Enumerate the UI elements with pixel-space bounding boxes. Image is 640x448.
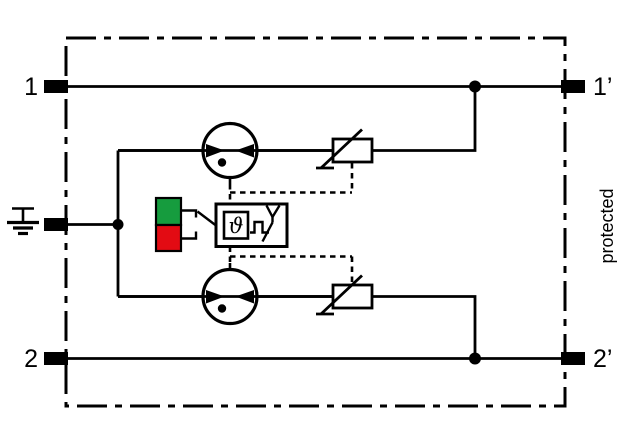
- indicator-ok-green: [154, 196, 183, 227]
- thermal-disconnect-box: ϑ: [214, 202, 289, 248]
- changeover-switch-lever: [196, 210, 217, 227]
- junction-dot-earth: [112, 219, 124, 230]
- varistor-top-output-wire: [372, 86, 477, 152]
- device-boundary: [64, 36, 567, 408]
- disconnect-switch-icon: [261, 204, 281, 243]
- terminal-1-prime-pad: [561, 80, 585, 93]
- spark-gap-arrow-left: [206, 144, 225, 158]
- switch-contact-upper: [181, 209, 198, 218]
- earth-symbol-icon: [7, 207, 39, 236]
- terminal-1-pad: [44, 80, 68, 93]
- theta-symbol: ϑ: [228, 214, 243, 238]
- status-indicator: [154, 196, 217, 253]
- varistor-top-icon: [316, 128, 374, 170]
- gas-filling-dot: [217, 304, 227, 313]
- terminal-2-prime-pad: [561, 352, 585, 365]
- terminal-2-label: 2: [24, 345, 38, 373]
- spark-gap-arrow-right: [235, 290, 254, 304]
- gas-filling-dot: [217, 158, 227, 167]
- protected-side-label: protected: [597, 188, 617, 263]
- spark-gap-arrow-left: [206, 290, 225, 304]
- varistor-bottom-icon: [316, 274, 374, 316]
- wires: [68, 85, 561, 360]
- terminal-2-prime-label: 2’: [593, 345, 612, 373]
- junction-dot-line1: [469, 80, 481, 93]
- gas-discharge-tube-bottom-icon: [118, 263, 333, 326]
- switch-contact-lower: [181, 231, 198, 240]
- terminal-2-pad: [44, 352, 68, 365]
- junction-dot-line2: [469, 352, 481, 365]
- terminal-1-label: 1: [24, 73, 38, 101]
- trip-pulse-waveform-icon: [250, 220, 269, 234]
- indicator-fault-red: [154, 223, 183, 253]
- varistor-bottom-output-wire: [372, 295, 477, 359]
- terminal-1-prime-label: 1’: [593, 73, 612, 101]
- monitoring-links: [228, 163, 354, 284]
- gas-discharge-tube-top-icon: [118, 121, 333, 184]
- terminal-earth-pad: [44, 218, 68, 231]
- thermal-sensor-box: [222, 210, 250, 240]
- spark-gap-arrow-right: [235, 144, 254, 158]
